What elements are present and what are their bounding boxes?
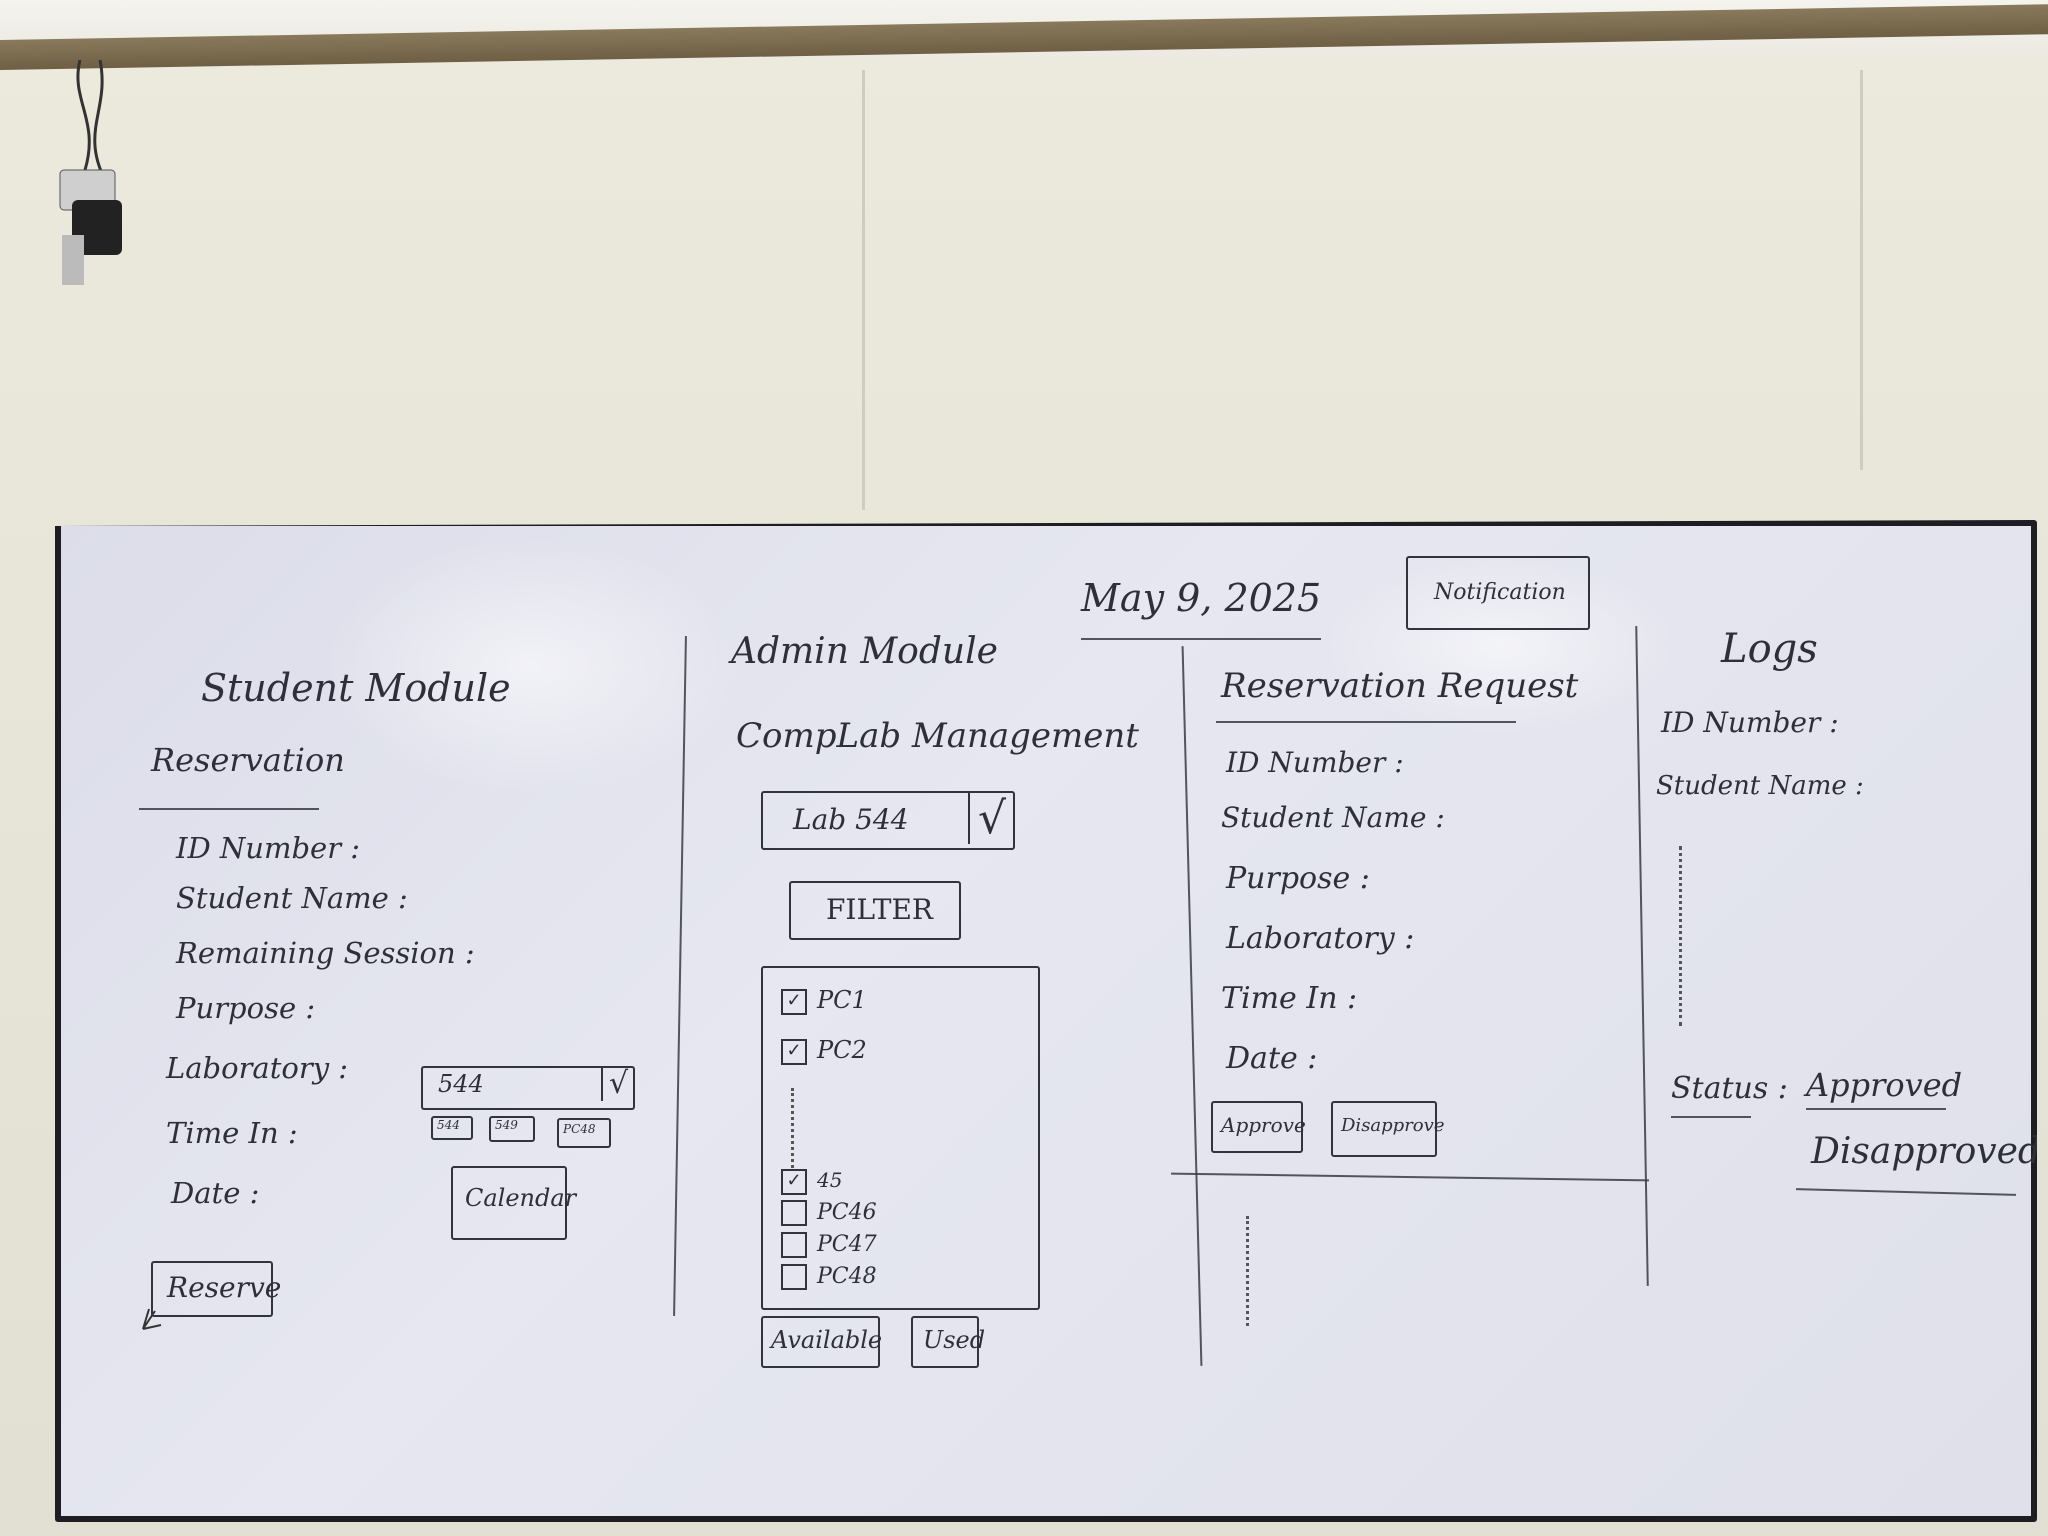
heading-underline (1216, 721, 1516, 723)
pc-checkbox[interactable]: PC46 (781, 1200, 877, 1226)
request-id-label: ID Number : (1226, 746, 1404, 779)
approve-button[interactable]: Approve (1211, 1101, 1306, 1153)
logs-id-label: ID Number : (1661, 706, 1839, 739)
calendar-button[interactable]: Calendar (451, 1166, 576, 1240)
checkbox-icon: ✓ (781, 1038, 807, 1065)
admin-lab-select-value: Lab 544 (793, 803, 909, 836)
wall-seam (862, 70, 865, 510)
reservation-heading: Reservation (151, 741, 345, 779)
used-button[interactable]: Used (911, 1316, 985, 1368)
lab-chip[interactable]: 544 (431, 1116, 473, 1140)
pc-list: ✓PC1 ✓PC2 ✓45 PC46 PC47 PC48 (761, 966, 1040, 1310)
ellipsis-dots (1246, 1216, 1253, 1326)
available-button[interactable]: Available (761, 1316, 882, 1368)
remaining-session-label: Remaining Session : (176, 936, 475, 970)
checkbox-icon: ✓ (781, 1168, 807, 1195)
whiteboard: Student Module Reservation ID Number : S… (55, 520, 2037, 1522)
id-number-label: ID Number : (176, 831, 361, 865)
request-name-label: Student Name : (1221, 801, 1445, 834)
checkbox-icon (781, 1200, 807, 1226)
heading-underline (139, 808, 319, 810)
checkbox-icon (781, 1264, 807, 1290)
pc-checkbox[interactable]: PC47 (781, 1232, 877, 1258)
purpose-label: Purpose : (176, 991, 316, 1025)
column-divider (1635, 626, 1649, 1286)
security-camera-icon (59, 60, 122, 285)
pc-checkbox[interactable]: ✓PC2 (781, 1036, 867, 1065)
pc-checkbox[interactable]: ✓PC1 (781, 986, 867, 1015)
admin-module-title: Admin Module (731, 631, 998, 672)
dropdown-check-icon: √ (968, 793, 1006, 844)
wall-seam (1860, 70, 1863, 470)
cursor-arrow-icon (142, 1308, 162, 1330)
option-underline (1806, 1108, 1946, 1110)
reservation-request-heading: Reservation Request (1221, 666, 1579, 706)
status-underline (1671, 1116, 1751, 1118)
ellipsis-dots (1679, 846, 1686, 1026)
date-label: Date : (171, 1176, 260, 1210)
column-divider (1181, 646, 1203, 1366)
pc-checkbox[interactable]: PC48 (781, 1264, 877, 1290)
option-underline (1796, 1188, 2016, 1196)
request-laboratory-label: Laboratory : (1226, 921, 1415, 956)
pc-checkbox[interactable]: ✓45 (781, 1168, 842, 1195)
notification-button[interactable]: Notification (1406, 556, 1590, 630)
complab-management-heading: CompLab Management (736, 716, 1139, 756)
laboratory-select[interactable]: 544 √ (421, 1066, 635, 1110)
logs-title: Logs (1721, 626, 1818, 672)
request-purpose-label: Purpose : (1226, 861, 1370, 896)
request-date-label: Date : (1226, 1041, 1318, 1076)
logs-name-label: Student Name : (1656, 771, 1864, 801)
filter-button[interactable]: FILTER (789, 881, 961, 940)
student-module-title: Student Module (201, 666, 511, 710)
current-date: May 9, 2025 (1081, 576, 1322, 620)
ellipsis-dots (791, 1088, 798, 1168)
time-in-label: Time In : (166, 1116, 298, 1150)
admin-lab-select[interactable]: Lab 544 √ (761, 791, 1015, 850)
lab-chip[interactable]: PC48 (557, 1118, 611, 1148)
lab-chip[interactable]: 549 (489, 1116, 535, 1142)
disapprove-button[interactable]: Disapprove (1331, 1101, 1444, 1157)
status-approved-option[interactable]: Approved (1806, 1066, 1963, 1104)
request-divider (1171, 1172, 1649, 1182)
laboratory-select-value: 544 (438, 1070, 484, 1098)
status-label: Status : (1671, 1071, 1788, 1106)
date-underline (1081, 638, 1321, 640)
checkbox-icon: ✓ (781, 988, 807, 1015)
request-time-in-label: Time In : (1221, 981, 1358, 1016)
dropdown-check-icon: √ (601, 1066, 628, 1101)
student-name-label: Student Name : (176, 881, 408, 915)
light-glare (1321, 556, 1681, 736)
laboratory-label: Laboratory : (166, 1051, 349, 1085)
status-disapproved-option[interactable]: Disapproved (1811, 1131, 2041, 1172)
light-glare (321, 536, 741, 796)
checkbox-icon (781, 1232, 807, 1258)
reserve-button[interactable]: Reserve (151, 1261, 281, 1317)
